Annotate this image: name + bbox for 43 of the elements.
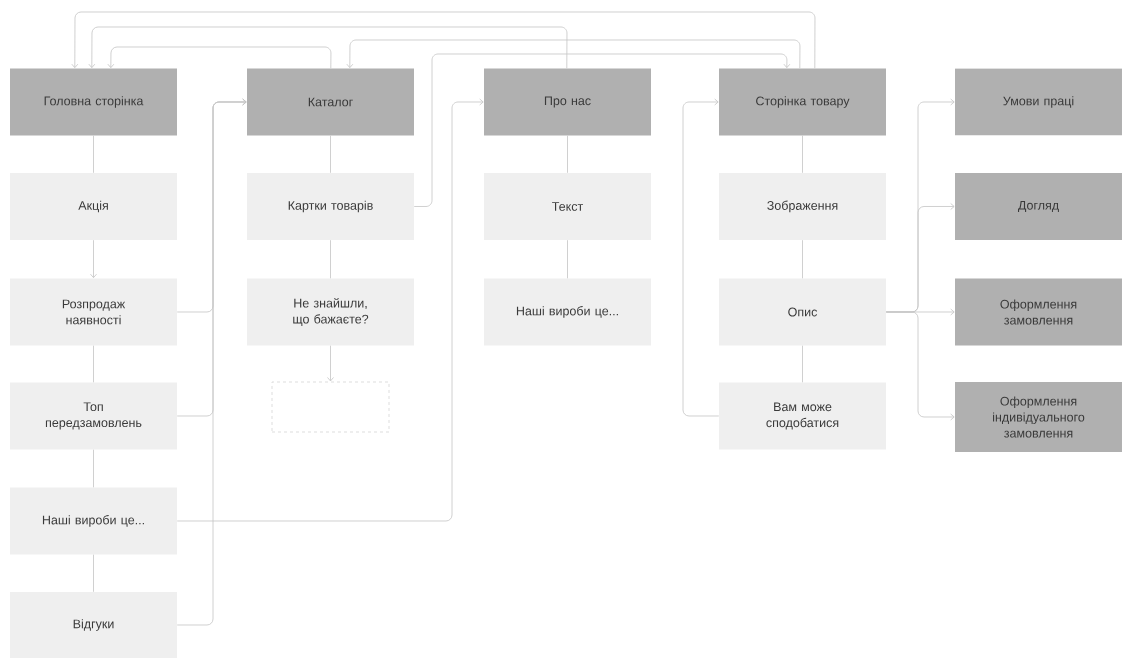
connector bbox=[93, 345, 94, 383]
page-box: Про нас bbox=[484, 68, 651, 136]
section-box: Опис bbox=[719, 278, 886, 346]
connector bbox=[93, 449, 94, 488]
connector bbox=[567, 239, 568, 279]
connector bbox=[567, 135, 568, 174]
connector bbox=[176, 98, 484, 522]
page-box: Каталог bbox=[247, 68, 414, 136]
section-box: Вам може сподобатися bbox=[719, 382, 886, 450]
connector bbox=[88, 26, 568, 69]
connector bbox=[330, 239, 331, 279]
page-box: Сторінка товару bbox=[719, 68, 886, 136]
page-box: Оформлення індивідуального замовлення bbox=[955, 382, 1122, 452]
connector bbox=[802, 345, 803, 383]
connector bbox=[71, 11, 816, 69]
section-box: Акція bbox=[10, 173, 177, 240]
connector bbox=[802, 239, 803, 279]
section-box: Розпродаж наявності bbox=[10, 278, 177, 346]
section-box: Не знайшли, що бажаєте? bbox=[247, 278, 414, 346]
section-box: Топ передзамовлень bbox=[10, 382, 177, 450]
page-box: Догляд bbox=[955, 173, 1122, 240]
page-box: Умови праці bbox=[955, 68, 1122, 136]
section-box: Наші вироби це... bbox=[10, 487, 177, 555]
section-box: Відгуки bbox=[10, 592, 177, 658]
section-box: Зображення bbox=[719, 173, 886, 240]
page-box: Головна сторінка bbox=[10, 68, 177, 136]
connector bbox=[330, 135, 331, 174]
connector bbox=[93, 554, 94, 593]
connector bbox=[107, 46, 332, 69]
section-box: Картки товарів bbox=[247, 173, 414, 240]
connector bbox=[176, 98, 247, 626]
connector bbox=[93, 135, 94, 174]
connector bbox=[413, 53, 791, 207]
section-box: Текст bbox=[484, 173, 651, 240]
page-box: Оформлення замовлення bbox=[955, 278, 1122, 346]
connector bbox=[90, 239, 97, 279]
connector bbox=[346, 39, 801, 69]
connector bbox=[327, 345, 334, 382]
section-box: Наші вироби це... bbox=[484, 278, 651, 346]
connector bbox=[682, 98, 720, 417]
connector bbox=[885, 311, 955, 421]
link-box bbox=[271, 381, 390, 433]
connector bbox=[802, 135, 803, 174]
